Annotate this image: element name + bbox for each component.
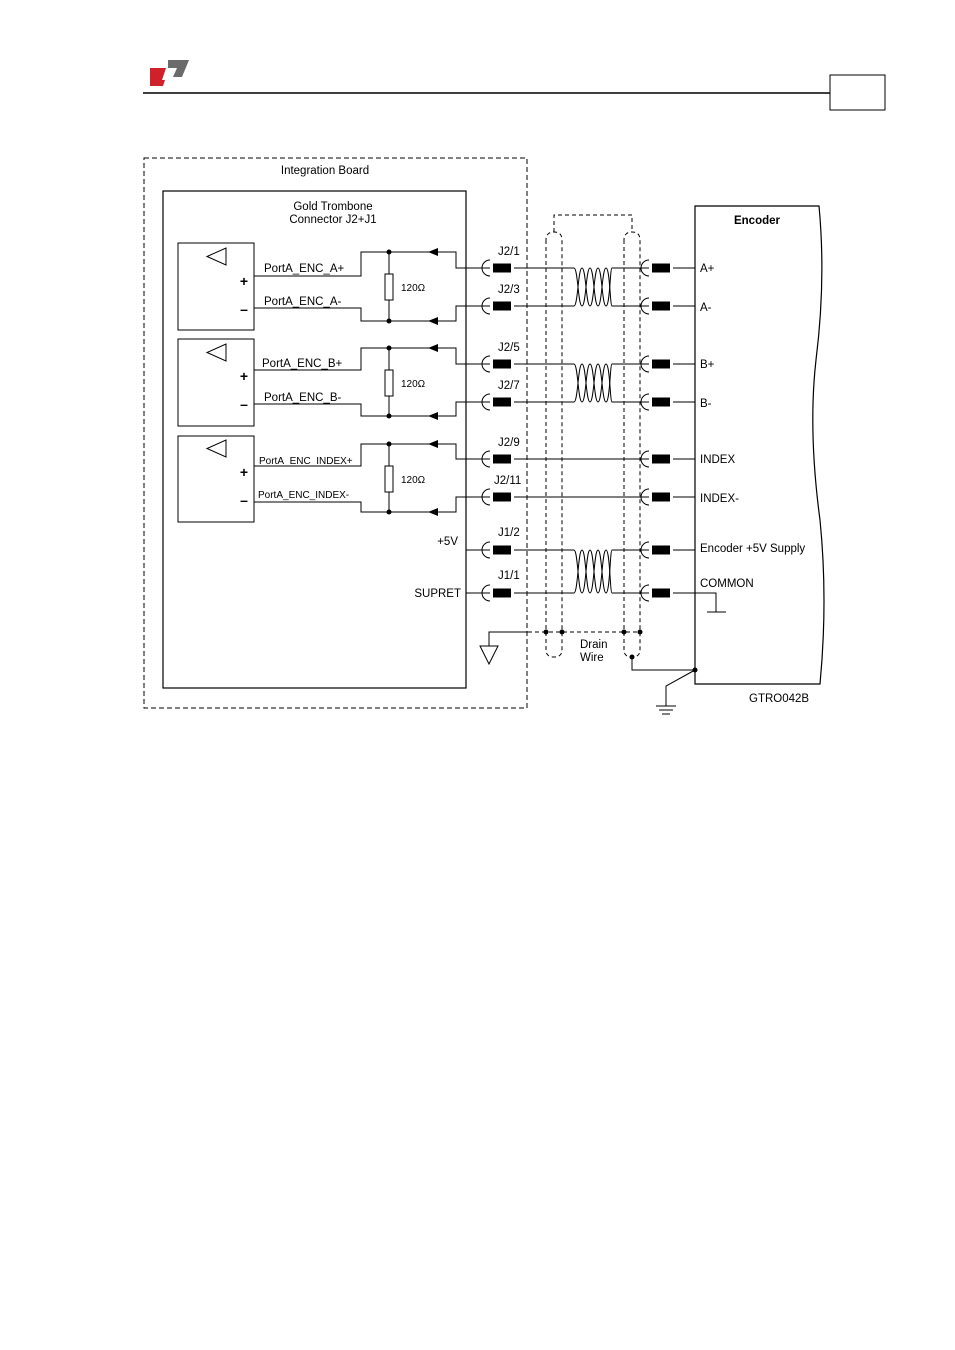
chassis-ground-icon xyxy=(656,706,676,714)
receiver-a-plus: + xyxy=(240,273,248,289)
signal-name-index-minus: PortA_ENC_INDEX- xyxy=(258,490,349,501)
board-ground-icon xyxy=(480,632,528,664)
encoder-pin-index-minus: INDEX- xyxy=(700,493,739,505)
pin-j2-11: J2/11 xyxy=(494,475,521,487)
signal-name-index-plus: PortA_ENC_INDEX+ xyxy=(259,456,353,467)
connector-title-line1: Gold Trombone xyxy=(293,201,372,213)
figure-id: GTRO042B xyxy=(749,693,809,705)
receiver-index: + – xyxy=(178,436,254,522)
resistor-b-label: 120Ω xyxy=(401,379,426,390)
signal-name-b-minus: PortA_ENC_B- xyxy=(264,392,342,404)
twisted-pairs xyxy=(574,268,612,593)
pin-j2-5: J2/5 xyxy=(498,342,520,354)
signal-name-a-plus: PortA_ENC_A+ xyxy=(264,263,345,275)
encoder-pin-a-plus: A+ xyxy=(700,263,715,275)
drain-label-line1: Drain xyxy=(580,639,607,651)
encoder-pin-5v-supply: Encoder +5V Supply xyxy=(700,543,805,555)
encoder-pin-index: INDEX xyxy=(700,454,735,466)
signal-name-b-plus: PortA_ENC_B+ xyxy=(262,358,343,370)
pin-j2-1: J2/1 xyxy=(498,246,520,258)
pin-j1-1: J1/1 xyxy=(498,570,520,582)
junction-dots xyxy=(387,250,392,515)
cable-wires xyxy=(514,268,695,593)
drain-wire xyxy=(632,657,695,706)
receiver-index-minus: – xyxy=(240,492,248,508)
integration-board-label: Integration Board xyxy=(281,165,369,177)
signal-name-supret: SUPRET xyxy=(414,588,461,600)
pin-j2-3: J2/3 xyxy=(498,284,520,296)
connector-title-line2: Connector J2+J1 xyxy=(289,214,376,226)
encoder-title: Encoder xyxy=(734,215,781,227)
pin-j2-7: J2/7 xyxy=(498,380,520,392)
drain-label-line2: Wire xyxy=(580,652,604,664)
receiver-a-minus: – xyxy=(240,301,248,317)
encoder-pin-b-minus: B- xyxy=(700,398,712,410)
receiver-index-plus: + xyxy=(240,464,248,480)
receiver-b: + – xyxy=(178,339,254,426)
pin-j1-2: J1/2 xyxy=(498,527,520,539)
cable-shield xyxy=(528,215,640,657)
signal-name-5v: +5V xyxy=(437,536,458,548)
board-wiring xyxy=(254,252,490,512)
pin-j2-9: J2/9 xyxy=(498,437,520,449)
resistor-a-label: 120Ω xyxy=(401,283,426,294)
resistor-index-label: 120Ω xyxy=(401,475,426,486)
signal-name-a-minus: PortA_ENC_A- xyxy=(264,296,342,308)
encoder-pin-a-minus: A- xyxy=(700,302,712,314)
integration-board-boundary xyxy=(144,158,527,708)
receiver-a: + – xyxy=(178,243,254,330)
receiver-b-plus: + xyxy=(240,368,248,384)
encoder-pin-b-plus: B+ xyxy=(700,359,715,371)
receiver-b-minus: – xyxy=(240,396,248,412)
encoder-pin-common: COMMON xyxy=(700,578,754,590)
common-ground-icon xyxy=(695,593,726,612)
direction-arrows xyxy=(428,248,438,516)
